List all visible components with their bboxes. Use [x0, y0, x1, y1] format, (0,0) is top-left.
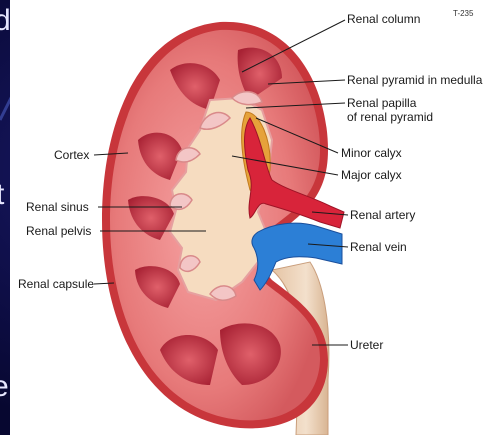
label-ureter: Ureter — [350, 338, 383, 352]
label-renal-pelvis: Renal pelvis — [26, 224, 91, 238]
label-minor-calyx: Minor calyx — [341, 146, 402, 160]
label-cortex: Cortex — [54, 148, 89, 162]
label-renal-vein: Renal vein — [350, 240, 407, 254]
label-renal-pyramid: Renal pyramid in medulla — [347, 73, 482, 87]
kidney-figure: T-235 Renal column Renal pyramid in medu… — [10, 0, 488, 435]
label-renal-column: Renal column — [347, 12, 420, 26]
figure-code: T-235 — [453, 9, 473, 18]
label-renal-papilla-line1: Renal papilla — [347, 96, 416, 110]
label-renal-sinus: Renal sinus — [26, 200, 89, 214]
kidney-illustration — [10, 0, 488, 435]
label-renal-artery: Renal artery — [350, 208, 415, 222]
slide-edge-letter-2: t — [0, 178, 4, 212]
label-major-calyx: Major calyx — [341, 168, 402, 182]
label-renal-papilla-line2: of renal pyramid — [347, 110, 433, 124]
label-renal-capsule: Renal capsule — [18, 277, 94, 291]
slide-edge-letter-3: e — [0, 370, 9, 404]
